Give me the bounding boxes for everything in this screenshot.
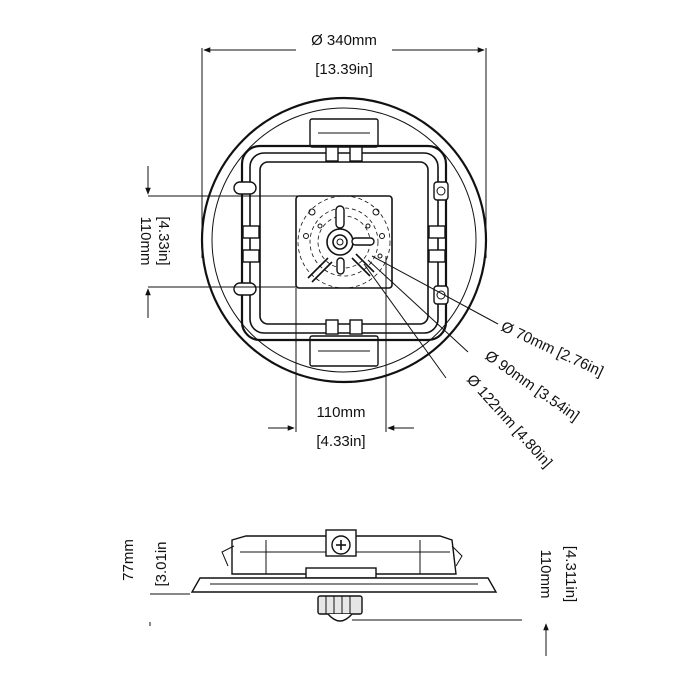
left-spring-clip-top (233, 181, 257, 195)
height-mm-label: 110mm (137, 217, 154, 266)
inner-housing-circle (211, 107, 477, 373)
width-in-label: [4.33in] (316, 433, 365, 450)
trim-flange (190, 577, 498, 593)
hole-leaders (363, 255, 499, 379)
width-dimension: 110mm [4.33in] (268, 256, 414, 450)
hole-circle-122 (297, 195, 391, 289)
side-height-mm-label: 77mm (120, 539, 137, 581)
height-dimension: 110mm [4.33in] (137, 166, 326, 318)
bracket-frame-mid (249, 152, 439, 334)
width-mm-label: 110mm (317, 404, 366, 421)
outer-housing-circle (200, 96, 488, 384)
side-total-dimension: 110mm [4.311in] (352, 546, 579, 656)
diameter-dimension: Ø 340mm [13.39in] (201, 32, 487, 258)
right-clip-top (433, 181, 449, 201)
side-view: 77mm [3.01in 110mm [4.311in] (120, 529, 579, 656)
center-knockout-outer (326, 228, 354, 256)
side-height-in-label: [3.01in (153, 541, 170, 586)
sensor-lens (327, 613, 353, 622)
bracket-frame-inner (259, 161, 429, 325)
right-clip-bottom (433, 285, 449, 305)
sensor-knob (317, 595, 363, 615)
side-height-dimension: 77mm [3.01in (120, 539, 190, 626)
bracket-frame-outer (240, 144, 448, 342)
side-total-mm-label: 110mm (537, 550, 554, 599)
hole-circle-90 (309, 207, 379, 277)
diameter-mm-label: Ø 340mm (311, 32, 377, 49)
center-knockout-inner (332, 234, 348, 250)
diameter-in-label: [13.39in] (315, 61, 373, 78)
left-spring-clip-bottom (233, 282, 257, 296)
top-view: Ø 340mm [13.39in] (137, 32, 606, 471)
side-total-in-label: [4.311in] (562, 546, 579, 602)
height-in-label: [4.33in] (155, 216, 172, 265)
